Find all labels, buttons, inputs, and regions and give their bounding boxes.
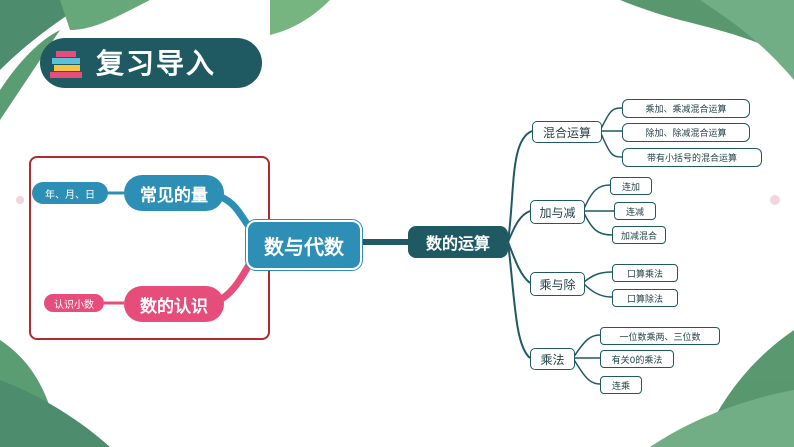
node-number-recognition: 数的认识 [124, 286, 224, 322]
leaf-consecutive-add: 连加 [610, 177, 652, 195]
leaf-single-digit-mult: 一位数乘两、三位数 [600, 327, 720, 345]
branch-multiplication: 乘法 [530, 348, 575, 370]
leaf-consecutive-mult: 连乘 [600, 376, 642, 394]
node-numbers-algebra: 数与代数 [246, 220, 362, 270]
branch-add-subtract: 加与减 [530, 200, 585, 224]
branch-mixed-operations: 混合运算 [532, 121, 602, 143]
leaf-year-month-day: 年、月、日 [32, 182, 108, 204]
leaf-consecutive-subtract: 连减 [614, 202, 656, 220]
leaf-mental-multiplication: 口算乘法 [612, 264, 678, 282]
leaf-add-sub-mixed: 加减混合 [612, 226, 666, 244]
books-icon [50, 51, 82, 78]
leaf-div-add-sub: 除加、除减混合运算 [622, 123, 750, 142]
leaf-decimals: 认识小数 [44, 294, 104, 312]
leaf-mult-with-zero: 有关0的乘法 [600, 350, 674, 368]
node-number-operations: 数的运算 [408, 226, 508, 258]
leaf-parentheses: 带有小括号的混合运算 [622, 148, 762, 167]
node-common-quantities: 常见的量 [124, 175, 224, 211]
page-title: 复习导入 [96, 47, 217, 80]
leaf-mental-division: 口算除法 [612, 289, 678, 307]
branch-mult-div: 乘与除 [530, 272, 585, 296]
leaf-mult-add-sub: 乘加、乘减混合运算 [622, 99, 750, 118]
